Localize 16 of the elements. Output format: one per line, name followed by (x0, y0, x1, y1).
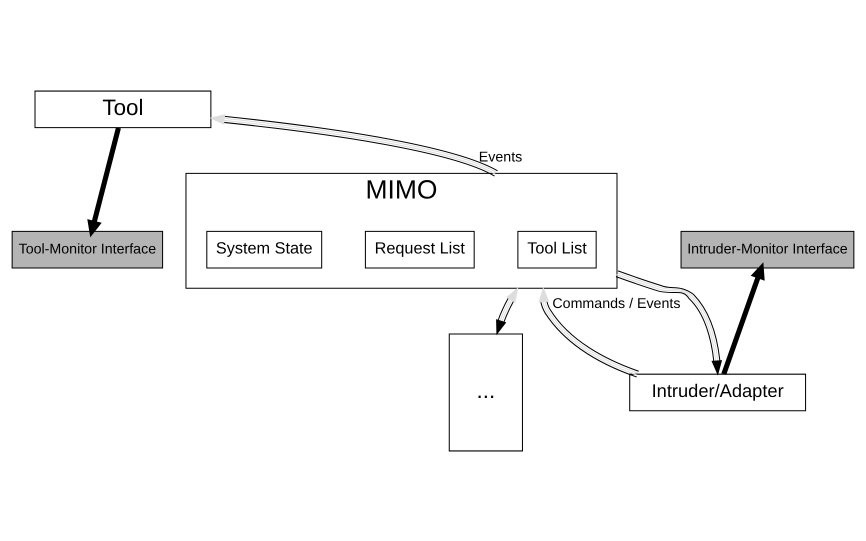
arrow (496, 286, 518, 335)
edge-label: Commands / Events (552, 295, 680, 312)
node-box: Tool List (517, 230, 597, 268)
arrow (616, 270, 722, 376)
arrow (209, 114, 498, 176)
node-box: Intruder/Adapter (629, 373, 806, 411)
arrow (538, 286, 639, 377)
arrow (87, 126, 121, 237)
edge-label: Events (478, 148, 522, 165)
node-box: Tool-Monitor Interface (12, 230, 164, 268)
node-box: Intruder-Monitor Interface (680, 230, 854, 268)
node-box: Request List (364, 230, 475, 268)
arrow (721, 262, 765, 374)
node-box: Tool (34, 90, 212, 128)
node-box: ... (448, 333, 523, 451)
node-box: System State (206, 230, 322, 268)
